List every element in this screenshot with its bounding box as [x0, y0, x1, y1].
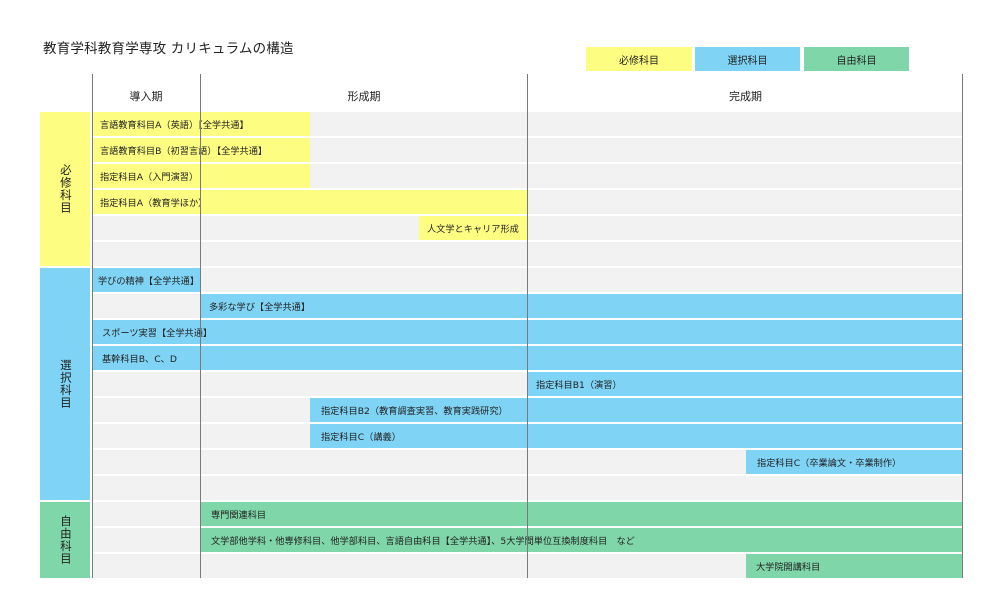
course-bar: 指定科目C（講義） [310, 424, 963, 448]
phase-formation: 形成期 [347, 90, 381, 103]
category-free-label: 自由科目 [58, 515, 73, 565]
legend-free: 自由科目 [804, 47, 909, 71]
course-bar: 指定科目B1（演習） [528, 372, 963, 396]
course-bar: 学びの精神【全学共通】 [92, 268, 200, 292]
course-bar: 多彩な学び【全学共通】 [201, 294, 963, 318]
diagram-title: 教育学科教育学専攻 カリキュラムの構造 [43, 41, 294, 57]
phase-divider [527, 74, 528, 578]
course-bar: 文学部他学科・他専修科目、他学部科目、言語自由科目【全学共通】、5大学間単位互換… [201, 528, 963, 552]
course-bar: 言語教育科目B（初習言語）【全学共通】 [92, 138, 310, 162]
course-bar: 専門関連科目 [201, 502, 963, 526]
category-required: 必修科目 [40, 112, 90, 266]
category-free: 自由科目 [40, 502, 90, 578]
phase-divider [962, 74, 963, 578]
course-bar: 言語教育科目A（英語）【全学共通】 [92, 112, 310, 136]
legend-elective: 選択科目 [695, 47, 800, 71]
category-required-label: 必修科目 [58, 164, 73, 214]
course-bar: 指定科目A（教育学ほか） [92, 190, 528, 214]
phase-completion: 完成期 [729, 90, 762, 103]
course-bar: 大学院開講科目 [746, 554, 963, 578]
phase-divider [92, 74, 93, 578]
category-elective-label: 選択科目 [58, 359, 73, 409]
category-elective: 選択科目 [40, 268, 90, 500]
legend-required: 必修科目 [586, 47, 692, 71]
phase-introduction: 導入期 [129, 90, 163, 103]
course-bar: 指定科目C（卒業論文・卒業制作） [746, 450, 963, 474]
course-bar: 指定科目A（入門演習） [92, 164, 310, 188]
course-bar: 人文学とキャリア形成 [419, 216, 528, 240]
phase-divider [200, 74, 201, 578]
course-bar: 指定科目B2（教育調査実習、教育実践研究） [310, 398, 963, 422]
